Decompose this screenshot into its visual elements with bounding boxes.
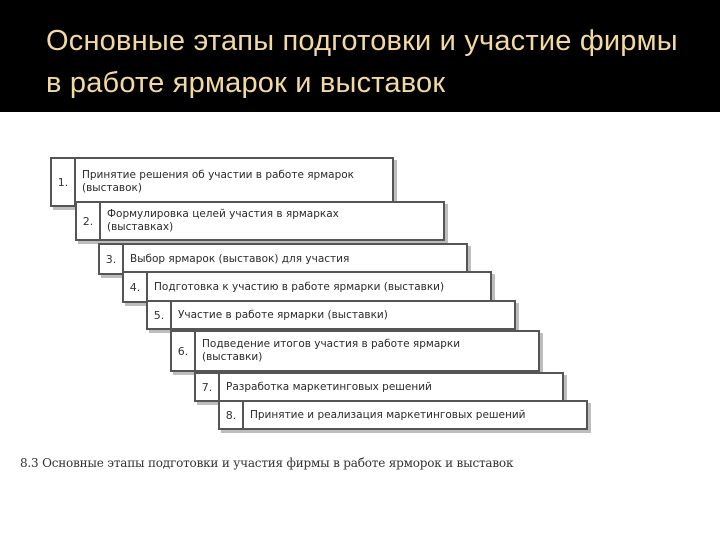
step-number: 4. xyxy=(124,273,148,301)
step-label: Выбор ярмарок (выставок) для участия xyxy=(130,252,350,265)
step-number: 1. xyxy=(52,159,76,205)
step-label: Принятие и реализация маркетинговых реше… xyxy=(250,408,526,421)
diagram-panel: 1. Принятие решения об участии в работе … xyxy=(0,112,720,540)
step-1: 1. Принятие решения об участии в работе … xyxy=(50,157,394,207)
step-3: 3. Выбор ярмарок (выставок) для участия xyxy=(98,243,468,275)
step-number: 8. xyxy=(220,402,244,428)
step-number: 5. xyxy=(148,302,172,328)
slide-title: Основные этапы подготовки и участие фирм… xyxy=(46,25,678,99)
step-label: Принятие решения об участии в работе ярм… xyxy=(82,169,355,194)
step-label: Подведение итогов участия в работе ярмар… xyxy=(202,338,461,363)
step-label: Разработка маркетинговых решений xyxy=(226,380,432,393)
step-number: 6. xyxy=(172,332,196,370)
step-number: 2. xyxy=(77,203,101,239)
step-2: 2. Формулировка целей участия в ярмарках… xyxy=(75,201,445,241)
step-8: 8. Принятие и реализация маркетинговых р… xyxy=(218,400,588,430)
step-4: 4. Подготовка к участию в работе ярмарки… xyxy=(122,271,492,303)
step-6: 6. Подведение итогов участия в работе яр… xyxy=(170,330,540,372)
step-7: 7. Разработка маркетинговых решений xyxy=(194,372,564,402)
figure-caption: 8.3 Основные этапы подготовки и участия … xyxy=(20,456,514,470)
step-number: 3. xyxy=(100,245,124,273)
step-5: 5. Участие в работе ярмарки (выставки) xyxy=(146,300,516,330)
step-label: Участие в работе ярмарки (выставки) xyxy=(178,308,388,321)
step-number: 7. xyxy=(196,374,220,400)
step-label: Формулировка целей участия в ярмарках (в… xyxy=(107,208,339,233)
step-label: Подготовка к участию в работе ярмарки (в… xyxy=(154,280,445,293)
